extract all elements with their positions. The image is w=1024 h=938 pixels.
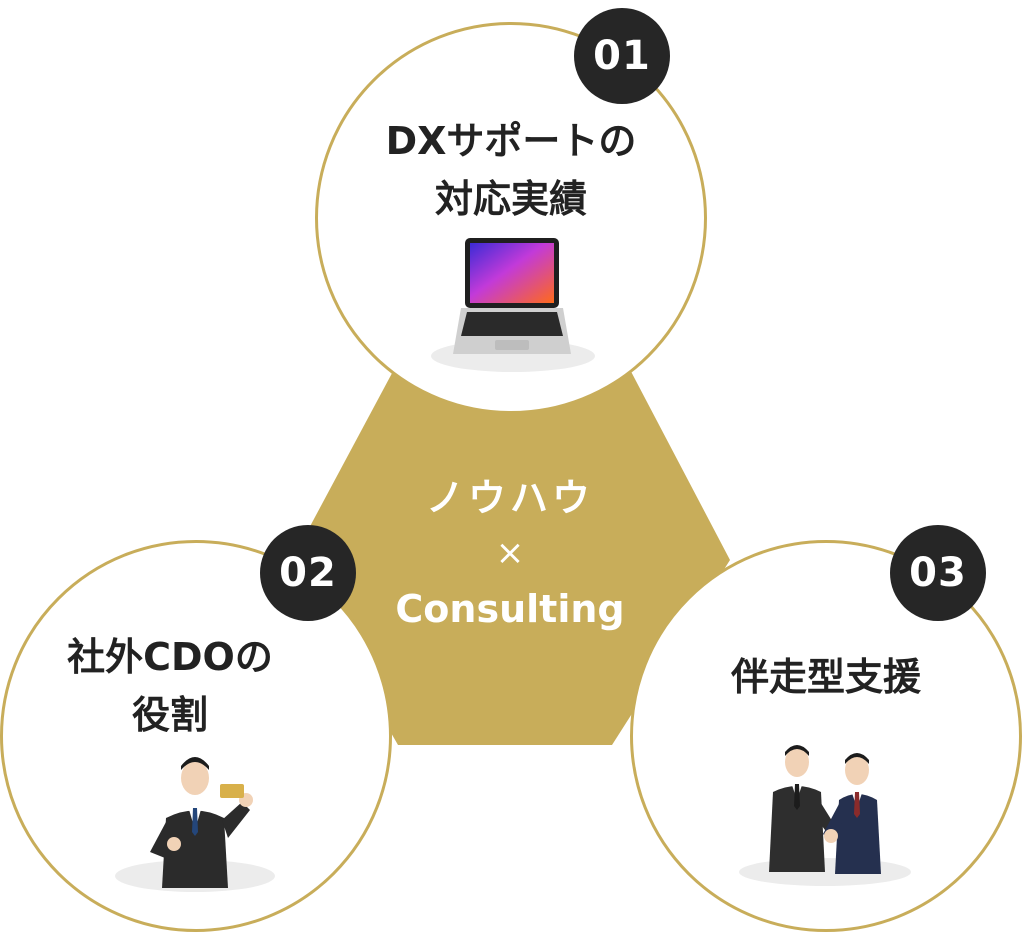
title-02-line-2: 役割 — [131, 693, 208, 737]
businessman-card-icon — [115, 757, 275, 892]
center-label: ノウハウ × Consulting — [360, 468, 660, 640]
title-01-line-1: DXサポートの — [385, 119, 637, 163]
title-03: 伴走型支援 — [650, 648, 1002, 706]
badge-03: 03 — [890, 525, 986, 621]
center-line-3: Consulting — [395, 587, 625, 631]
laptop-icon — [431, 238, 595, 372]
badge-01: 01 — [574, 8, 670, 104]
title-03-line-1: 伴走型支援 — [730, 655, 921, 699]
center-line-1: ノウハウ — [425, 476, 594, 520]
handshake-icon — [739, 745, 911, 886]
title-01: DXサポートの 対応実績 — [333, 112, 689, 228]
title-02: 社外CDOの 役割 — [20, 628, 320, 744]
badge-02: 02 — [260, 525, 356, 621]
title-02-line-1: 社外CDOの — [67, 635, 273, 679]
title-01-line-2: 対応実績 — [434, 177, 587, 221]
center-line-2: × — [495, 533, 525, 573]
